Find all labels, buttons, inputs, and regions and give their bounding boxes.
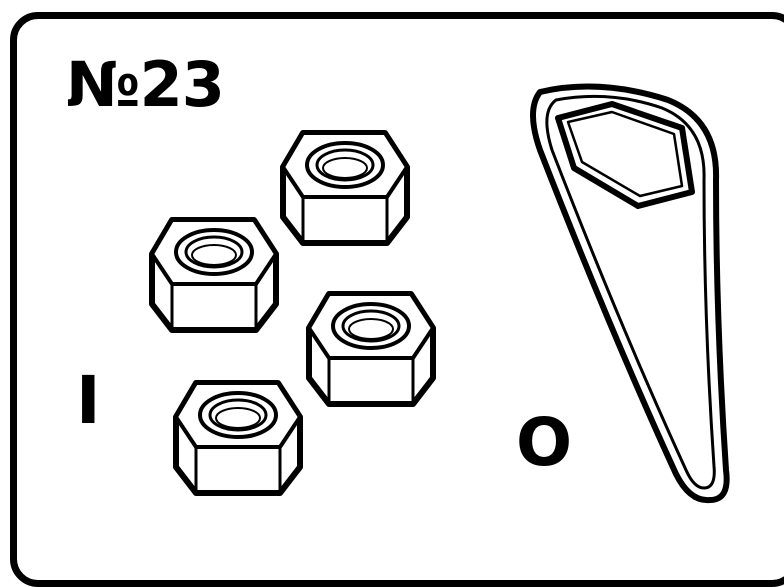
wrench-icon [530, 83, 730, 504]
wrench-quantity-label: O [516, 404, 573, 481]
part-number: №23 [66, 48, 225, 121]
hex-nut-icon [152, 220, 276, 330]
hex-nut-icon [283, 133, 407, 243]
parts-illustration [0, 83, 730, 504]
hex-nut-icon [309, 294, 433, 404]
hex-nut-icon [176, 383, 300, 493]
nuts-quantity-label: I [76, 362, 101, 439]
